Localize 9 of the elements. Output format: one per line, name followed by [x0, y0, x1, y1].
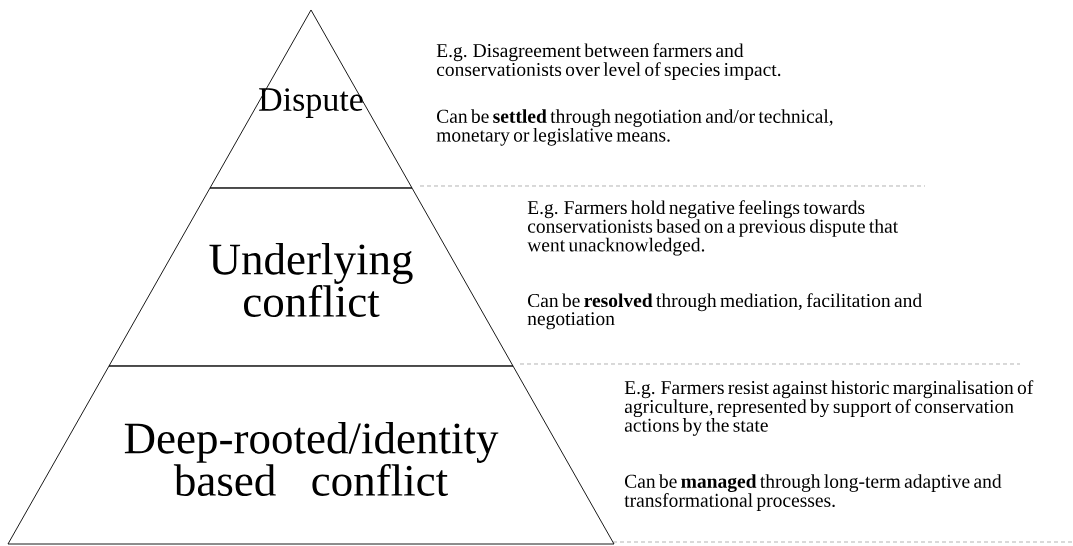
pyramid-tier: Deep-rooted/identity based conflict — [7, 365, 615, 545]
pyramid-tier: Dispute — [209, 9, 413, 189]
description-paragraph: Can be resolved through mediation, facilitation and negotiation — [527, 293, 922, 330]
description-paragraph: E.g. Farmers hold negative feelings towards conservationists based on a previous dispute that went unacknowledged. — [527, 200, 899, 256]
description-paragraph: E.g. Farmers resist against historic marginalisation of agriculture, represented by support of conservation actions by the state — [624, 380, 1034, 436]
description-paragraph: Can be managed through long-term adaptive and transformational processes. — [624, 474, 1002, 511]
description-paragraph: Can be settled through negotiation and/or technical, monetary or legislative means. — [436, 109, 833, 146]
pyramid-tier: Underlying conflict — [108, 187, 514, 367]
description-paragraph: E.g. Disagreement between farmers and conservationists over level of species impact. — [436, 43, 781, 80]
